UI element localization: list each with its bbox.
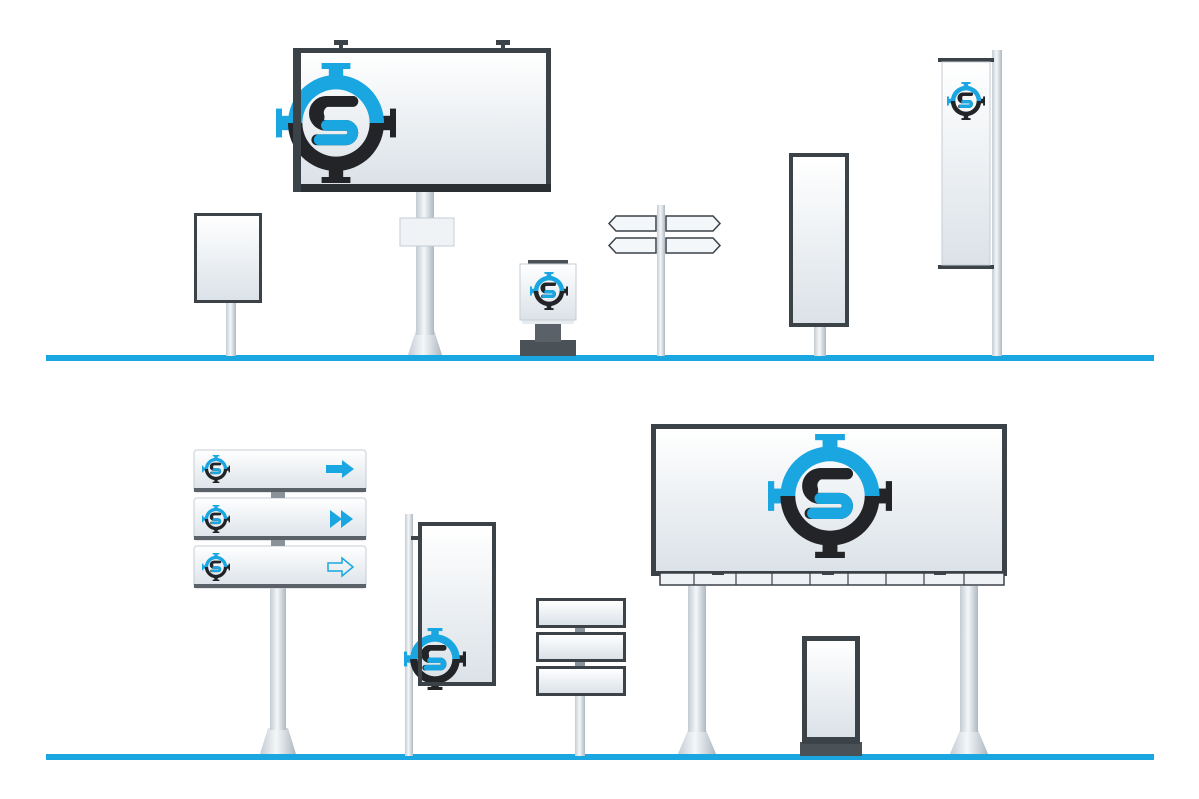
ground-line-bottom xyxy=(46,754,1154,760)
direction-post xyxy=(607,205,722,356)
flag-banner xyxy=(938,50,1002,356)
vertical-banner xyxy=(404,514,496,756)
small-poster-board xyxy=(194,213,262,356)
double-arrow-right-icon xyxy=(330,510,353,528)
stacked-direction-signs xyxy=(193,449,367,754)
outline-arrow-right-icon xyxy=(327,556,355,578)
lightbox-stand xyxy=(800,636,862,756)
arrow-right-icon xyxy=(326,460,354,478)
ground-line-top xyxy=(46,355,1154,361)
large-billboard-top xyxy=(276,40,551,355)
three-panel-sign xyxy=(536,598,626,756)
tall-poster-board xyxy=(789,153,849,356)
kiosk-sign xyxy=(519,260,577,356)
large-billboard-bottom xyxy=(651,424,1007,754)
